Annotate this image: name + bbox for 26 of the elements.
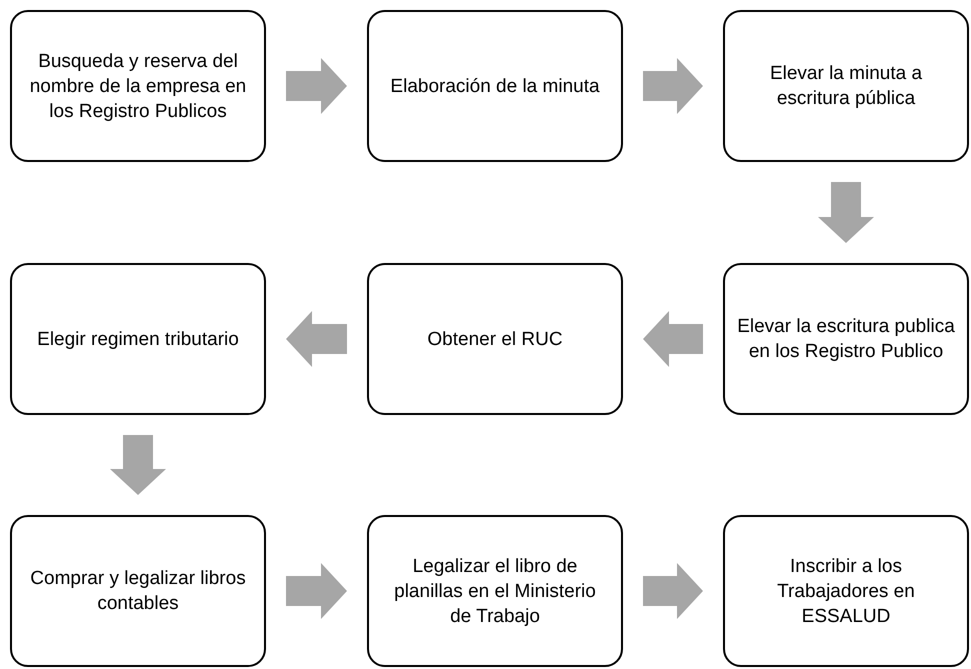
block-arrow [286,563,347,619]
process-box [10,515,266,667]
process-box [10,10,266,162]
step-text: Busqueda y reserva del nombre de la empresa en los Registro Publicos [28,50,248,124]
process-box [723,515,969,667]
process-box [723,263,969,415]
process-box [723,10,969,162]
step-text: Inscribir a los Trabajadores en ESSALUD [776,554,916,628]
block-arrow [818,182,874,243]
block-arrow [110,435,166,495]
step-text: Elevar la minuta a escritura pública [768,62,924,111]
process-box [367,263,623,415]
block-arrow [643,563,703,619]
step-text: Obtener el RUC [427,328,563,352]
step-text: Elaboración de la minuta [390,74,600,98]
process-box [10,263,266,415]
step-text: Comprar y legalizar libros contables [29,567,247,616]
process-box [367,515,623,667]
block-arrow [286,58,347,114]
block-arrow [643,58,703,114]
block-arrow [286,311,347,367]
step-text: Legalizar el libro de planillas en el Ministerio de Trabajo [393,554,597,628]
step-text: Elegir regimen tributario [37,328,239,352]
process-box [367,10,623,162]
block-arrow [643,311,703,367]
step-text: Elevar la escritura publica en los Registro Publico [737,315,955,364]
